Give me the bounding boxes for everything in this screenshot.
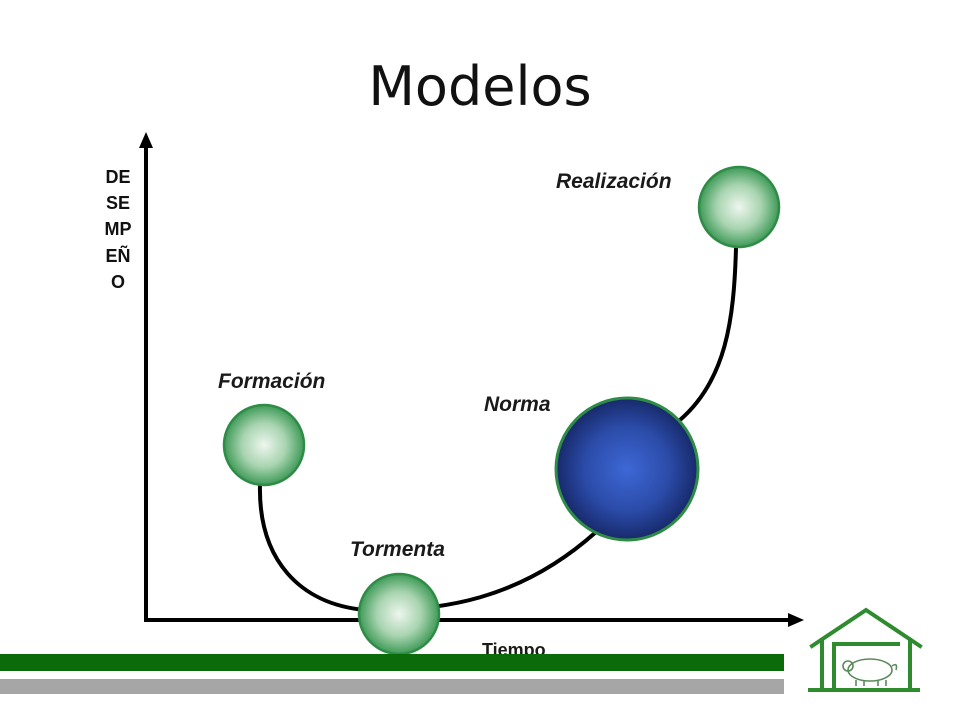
y-axis-arrowhead (139, 132, 153, 148)
stage-label-tormenta: Tormenta (350, 538, 445, 561)
stage-label-norma: Norma (484, 393, 551, 416)
stage-label-realizacion: Realización (556, 170, 672, 193)
footer-band-gray (0, 679, 784, 694)
stage-label-formacion: Formación (218, 370, 326, 393)
stage-circle-realizacion (697, 165, 781, 249)
x-axis-arrowhead (788, 613, 804, 627)
house-with-pig-icon (808, 607, 923, 692)
footer-band-green (0, 654, 784, 671)
stage-circle-formacion (222, 403, 306, 487)
slide-title: Modelos (368, 55, 592, 118)
stage-circle-norma (554, 396, 700, 542)
y-axis-label: DESEMPEÑO (104, 167, 132, 292)
stage-circle-tormenta (357, 572, 441, 656)
